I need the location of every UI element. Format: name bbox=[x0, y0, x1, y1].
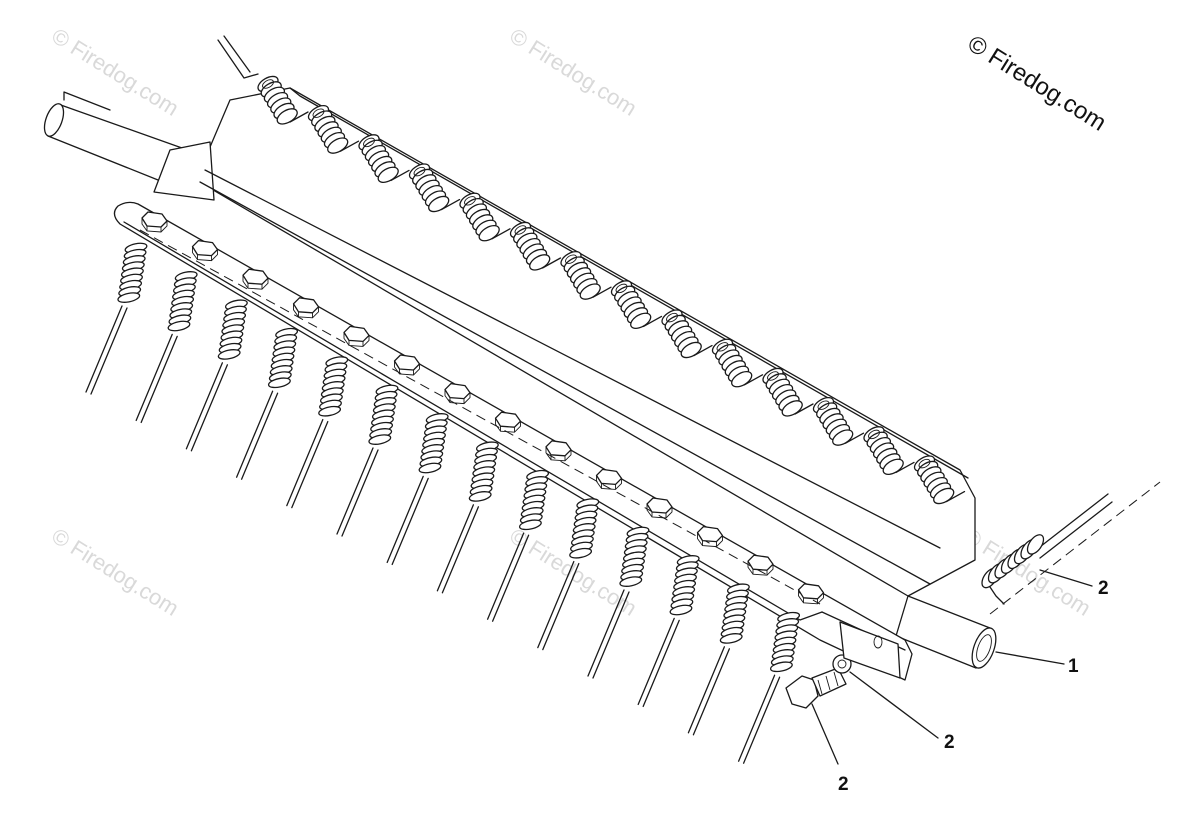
callout-2-washer: 2 bbox=[944, 732, 955, 753]
tine bbox=[185, 299, 248, 452]
hex-bolt bbox=[343, 325, 370, 347]
hex-bolt bbox=[444, 382, 471, 405]
hex-bolt bbox=[747, 554, 774, 576]
tine bbox=[135, 271, 198, 424]
tine bbox=[235, 327, 299, 480]
tine bbox=[85, 242, 148, 395]
hex-bolt bbox=[646, 497, 673, 519]
upper-coil-spring bbox=[408, 163, 461, 213]
watermark-text: © Firedog.com bbox=[47, 523, 183, 621]
upper-coil-spring bbox=[863, 426, 915, 476]
loose-tine-spring bbox=[981, 481, 1161, 615]
hex-bolt bbox=[242, 268, 269, 290]
tine bbox=[587, 526, 650, 679]
hex-bolt bbox=[545, 440, 572, 462]
tine-row bbox=[85, 242, 801, 764]
hex-bolt bbox=[494, 411, 522, 433]
loose-bolt bbox=[785, 667, 847, 709]
watermark-text: © Firedog.com bbox=[959, 523, 1095, 621]
tine bbox=[486, 469, 550, 622]
tine bbox=[286, 356, 349, 509]
upper-coil-spring bbox=[711, 338, 764, 388]
tine bbox=[687, 583, 750, 736]
upper-coil-spring bbox=[358, 134, 410, 184]
hex-bolt bbox=[141, 211, 168, 233]
bolt-row bbox=[141, 211, 825, 605]
hex-bolt bbox=[393, 354, 421, 376]
upper-coil-spring bbox=[257, 75, 309, 125]
tine-bar-housing bbox=[113, 87, 976, 681]
tine bbox=[336, 384, 399, 537]
callout-1: 1 bbox=[1068, 656, 1079, 677]
hex-bolt bbox=[595, 468, 623, 490]
upper-coil-spring bbox=[509, 221, 562, 271]
tine bbox=[737, 611, 801, 764]
upper-coil-spring bbox=[812, 396, 865, 446]
upper-coil-spring bbox=[913, 455, 966, 505]
shaft bbox=[43, 91, 997, 669]
hex-bolt bbox=[191, 239, 219, 262]
watermark-text: © Firedog.com bbox=[47, 23, 183, 121]
leader-lines bbox=[811, 569, 1093, 765]
upper-coil-spring bbox=[307, 104, 360, 154]
tine bbox=[386, 413, 449, 566]
upper-coil-spring bbox=[661, 309, 713, 359]
tine bbox=[537, 498, 600, 651]
upper-coil-spring bbox=[762, 367, 814, 417]
bracket-tab bbox=[839, 621, 901, 679]
watermark-text: © Firedog.com bbox=[505, 23, 641, 121]
callout-2-spring: 2 bbox=[1098, 578, 1109, 599]
upper-coil-spring bbox=[610, 280, 663, 330]
upper-coil-spring bbox=[459, 192, 511, 242]
hex-bolt bbox=[797, 583, 825, 605]
tine bbox=[436, 441, 499, 594]
upper-coil-spring bbox=[560, 250, 612, 300]
copyright-notice: © Firedog.com bbox=[963, 30, 1111, 136]
callout-2-bolt: 2 bbox=[838, 774, 849, 795]
hex-bolt bbox=[292, 297, 320, 319]
upper-spring-row bbox=[217, 35, 966, 505]
hex-bolt bbox=[696, 525, 724, 548]
tine bbox=[637, 555, 700, 708]
